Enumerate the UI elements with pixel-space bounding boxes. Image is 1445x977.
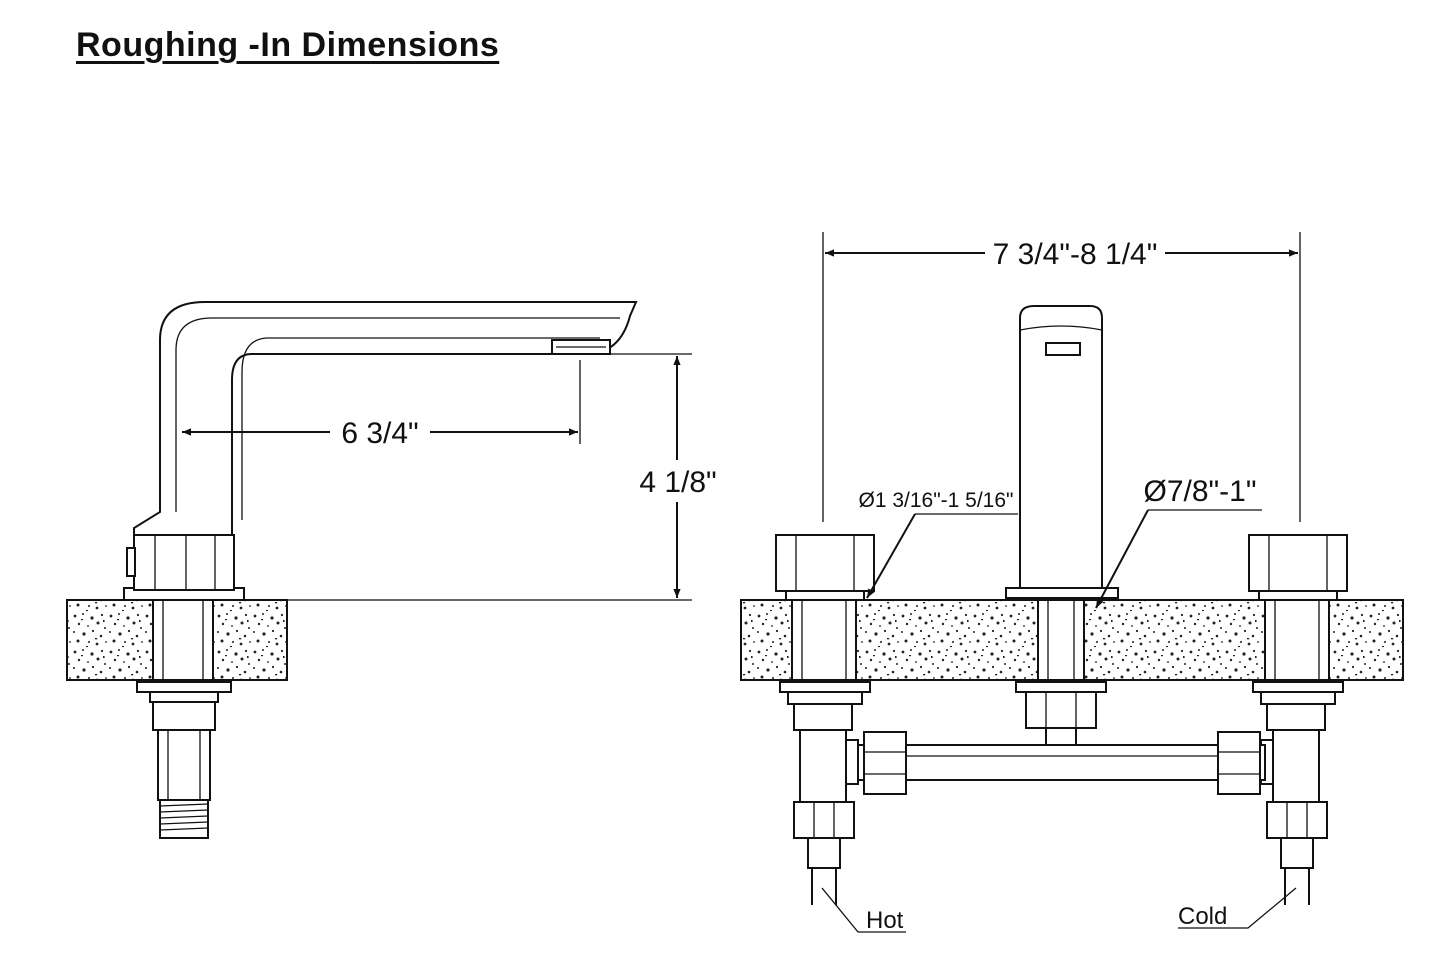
- cold-handle: [1248, 534, 1348, 681]
- connecting-tube: [857, 731, 1266, 795]
- spread-label: 7 3/4"-8 1/4": [993, 238, 1158, 271]
- spout-tailpiece: [1015, 681, 1107, 762]
- spout-front: [1005, 305, 1119, 681]
- hot-callout: Hot: [821, 887, 906, 934]
- spread-dimension: 7 3/4"-8 1/4": [822, 232, 1301, 522]
- cold-valve-body: [1252, 681, 1344, 905]
- spout-hole-label: Ø7/8"-1": [1143, 475, 1256, 508]
- handle-hole-callout: Ø1 3/16"-1 5/16": [858, 489, 1018, 599]
- height-label: 4 1/8": [639, 466, 716, 499]
- height-dimension: 4 1/8": [287, 353, 717, 601]
- hot-handle: [775, 534, 875, 681]
- handle-hole-label: Ø1 3/16"-1 5/16": [858, 489, 1013, 512]
- faucet-base-side: [123, 534, 245, 601]
- side-view: 6 3/4" 4 1/8": [66, 301, 717, 839]
- reach-label: 6 3/4": [341, 417, 418, 450]
- hot-valve-body: [779, 681, 871, 905]
- reach-dimension: 6 3/4": [182, 360, 581, 450]
- lower-fitting-side: [136, 681, 232, 839]
- spout-hole-callout: Ø7/8"-1": [1095, 475, 1262, 609]
- spout-side: [133, 301, 638, 536]
- page-title: Roughing -In Dimensions: [76, 26, 500, 64]
- cold-callout: Cold: [1178, 887, 1297, 930]
- cold-label: Cold: [1178, 903, 1227, 930]
- shank-side: [152, 599, 214, 681]
- front-view: 7 3/4"-8 1/4": [740, 232, 1404, 934]
- hot-label: Hot: [866, 907, 904, 934]
